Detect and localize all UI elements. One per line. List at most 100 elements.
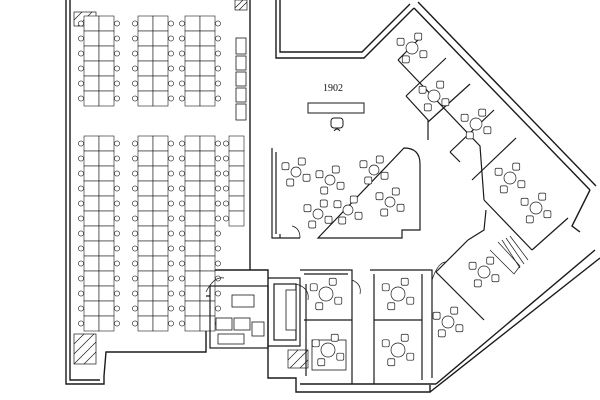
chair (168, 155, 174, 162)
chair (78, 35, 84, 42)
chair (414, 32, 423, 41)
chair (303, 204, 312, 213)
chair (375, 192, 384, 201)
desk (98, 255, 115, 272)
chair (114, 320, 120, 327)
desk (137, 300, 154, 317)
chair (317, 358, 326, 367)
chair (114, 200, 120, 207)
chair (315, 170, 324, 179)
chair (114, 230, 120, 237)
desk (152, 180, 169, 197)
office-meeting-sets (396, 32, 552, 338)
chair (215, 185, 221, 192)
desk (199, 150, 216, 167)
desk (98, 30, 115, 47)
chair (114, 215, 120, 222)
chair (78, 65, 84, 72)
chair (483, 126, 492, 135)
table-top (384, 196, 396, 208)
chair (525, 215, 534, 224)
chair (381, 339, 390, 348)
chair (215, 245, 221, 252)
desk (199, 195, 216, 212)
desk (98, 180, 115, 197)
desk (137, 60, 154, 77)
desk (98, 270, 115, 287)
chair (333, 200, 342, 209)
desk (152, 30, 169, 47)
chair (168, 320, 174, 327)
desk (152, 135, 169, 152)
chair (215, 65, 221, 72)
desk (137, 45, 154, 62)
desk (184, 150, 201, 167)
desk (98, 210, 115, 227)
chair (336, 352, 345, 361)
chair (432, 311, 441, 320)
chair (223, 140, 229, 147)
desk-cluster (78, 135, 120, 332)
chair (132, 200, 138, 207)
desk (98, 165, 115, 182)
chair (215, 140, 221, 147)
round-table (460, 108, 492, 140)
chair (168, 215, 174, 222)
desk (199, 210, 216, 227)
chair (78, 215, 84, 222)
desk (199, 45, 216, 62)
desk (228, 165, 245, 182)
chair (132, 215, 138, 222)
storage-cabinets (235, 37, 247, 121)
chair (179, 245, 185, 252)
desk (199, 30, 216, 47)
desk (83, 225, 100, 242)
chair (132, 35, 138, 42)
round-table (333, 195, 363, 225)
chair (114, 140, 120, 147)
chair (436, 80, 445, 89)
desk (137, 225, 154, 242)
desk (83, 75, 100, 92)
chair (387, 302, 396, 311)
chair (315, 302, 324, 311)
open-office-desks (78, 15, 245, 332)
chair (168, 185, 174, 192)
chair (319, 199, 328, 208)
desk (199, 315, 216, 332)
chair (114, 20, 120, 27)
chair (338, 216, 347, 225)
chair (168, 35, 174, 42)
chair (132, 20, 138, 27)
desk (83, 150, 100, 167)
desk (137, 210, 154, 227)
table-top (503, 171, 517, 185)
chair (168, 275, 174, 282)
chair (78, 95, 84, 102)
chair (168, 50, 174, 57)
desk (83, 270, 100, 287)
chair (179, 20, 185, 27)
round-meeting-tables (281, 155, 405, 229)
chair (78, 140, 84, 147)
chair (179, 230, 185, 237)
desk (137, 75, 154, 92)
round-table (359, 155, 389, 185)
desk (83, 165, 100, 182)
chair (396, 203, 405, 212)
table-top (441, 315, 455, 329)
desk (184, 165, 201, 182)
desk (98, 45, 115, 62)
desk (152, 225, 169, 242)
chair (114, 50, 120, 57)
desk (152, 210, 169, 227)
desk (83, 315, 100, 332)
room-number-label: 1902 (323, 83, 343, 94)
chair (380, 208, 389, 217)
chair (215, 230, 221, 237)
desk-cluster (78, 15, 120, 107)
desk (228, 135, 245, 152)
desk (137, 135, 154, 152)
desk (98, 315, 115, 332)
